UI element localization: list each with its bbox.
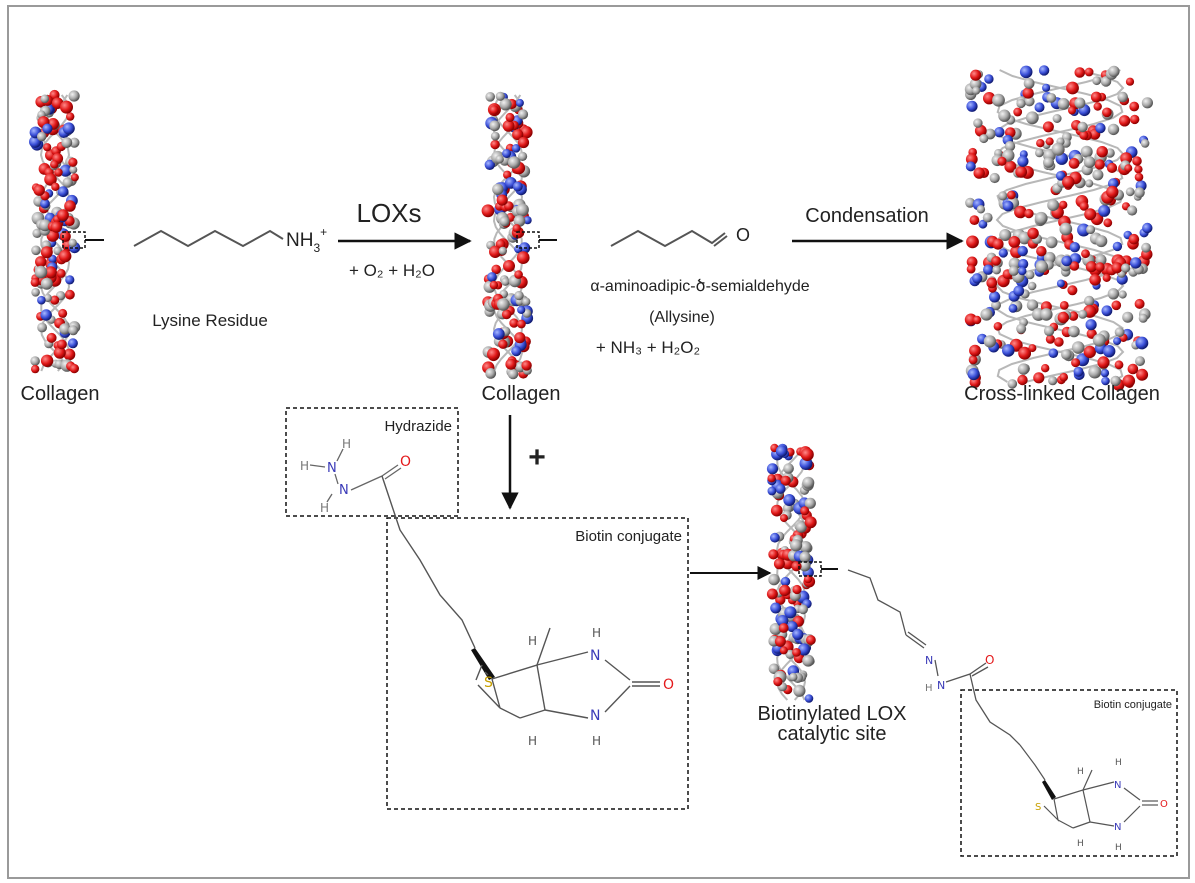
figure-frame: [7, 5, 1190, 879]
allysine-full-name: α-aminoadipic-ծ-semialdehyde: [590, 278, 809, 295]
allysine-name: (Allysine): [649, 309, 715, 326]
biotin-conjugate-label-small: Biotin conjugate: [1094, 699, 1172, 711]
biotin-conjugate-box: [386, 517, 689, 810]
collagen-molecule-crosslinked: [964, 65, 1153, 391]
biotinylated-label-line2: catalytic site: [778, 723, 887, 745]
condensation-label: Condensation: [805, 205, 928, 227]
svg-text:N: N: [327, 461, 337, 476]
svg-text:H: H: [1077, 767, 1084, 777]
svg-text:N: N: [590, 708, 600, 724]
biotinylated-label-line1: Biotinylated LOX: [758, 703, 907, 725]
svg-text:N: N: [1114, 780, 1121, 791]
svg-text:H: H: [592, 626, 601, 640]
svg-text:H: H: [1077, 839, 1084, 849]
svg-text:N: N: [937, 679, 945, 692]
allysine-chain: [610, 229, 726, 248]
hydrazone-atom-labels: N N H O: [925, 653, 994, 694]
svg-text:H: H: [342, 437, 351, 451]
biotin-atom-labels-small: S H H N H N H O: [1035, 758, 1168, 853]
svg-text:H: H: [300, 459, 309, 473]
byproducts-label: + NH₃ + H₂O₂: [596, 338, 700, 357]
collagen-molecule-middle: [481, 91, 534, 380]
hydrazide-box: [285, 407, 459, 517]
svg-text:H: H: [1115, 758, 1122, 768]
svg-text:H: H: [1115, 843, 1122, 853]
loxs-label: LOXs: [356, 198, 421, 228]
svg-text:N: N: [925, 654, 933, 667]
lysine-chain: [133, 229, 284, 248]
svg-text:H: H: [528, 734, 537, 748]
reagents-label: + O₂ + H₂O: [349, 261, 435, 280]
lysine-site-marker-left: [62, 231, 104, 249]
svg-text:N: N: [339, 483, 349, 498]
hydrazide-label: Hydrazide: [384, 418, 452, 435]
svg-text:O: O: [1160, 799, 1168, 810]
collagen-left-label: Collagen: [21, 383, 100, 405]
hydrazide-structure: H H N N H O: [300, 437, 411, 515]
lysine-residue-label: Lysine Residue: [152, 311, 268, 330]
aldehyde-oxygen: O: [736, 225, 750, 245]
svg-text:O: O: [663, 677, 674, 693]
biotin-atom-labels: S H H N H N H O: [484, 626, 674, 748]
lysine-site-marker-bottom: [798, 561, 838, 577]
plus-sign: +: [528, 441, 546, 474]
lysine-group-label: NH3+: [286, 225, 327, 255]
svg-text:H: H: [925, 683, 933, 694]
biotin-structure-small: [1019, 744, 1158, 829]
svg-text:S: S: [484, 675, 493, 691]
svg-text:N: N: [590, 648, 600, 664]
collagen-molecule-biotinylated: [766, 443, 817, 703]
svg-text:H: H: [320, 501, 329, 515]
svg-text:S: S: [1035, 802, 1041, 813]
biotin-structure: [381, 475, 660, 719]
svg-text:O: O: [400, 454, 411, 470]
svg-text:H: H: [528, 634, 537, 648]
svg-text:H: H: [592, 734, 601, 748]
biotin-conjugate-box-small: [960, 689, 1178, 857]
svg-text:N: N: [1114, 822, 1121, 833]
svg-text:O: O: [985, 653, 994, 667]
lysine-site-marker-middle: [516, 231, 557, 249]
collagen-molecule-left: [28, 89, 81, 374]
crosslinked-label: Cross-linked Collagen: [964, 383, 1160, 405]
collagen-middle-label: Collagen: [482, 383, 561, 405]
biotin-conjugate-label: Biotin conjugate: [575, 528, 682, 545]
hydrazone-linker: [847, 569, 1021, 746]
